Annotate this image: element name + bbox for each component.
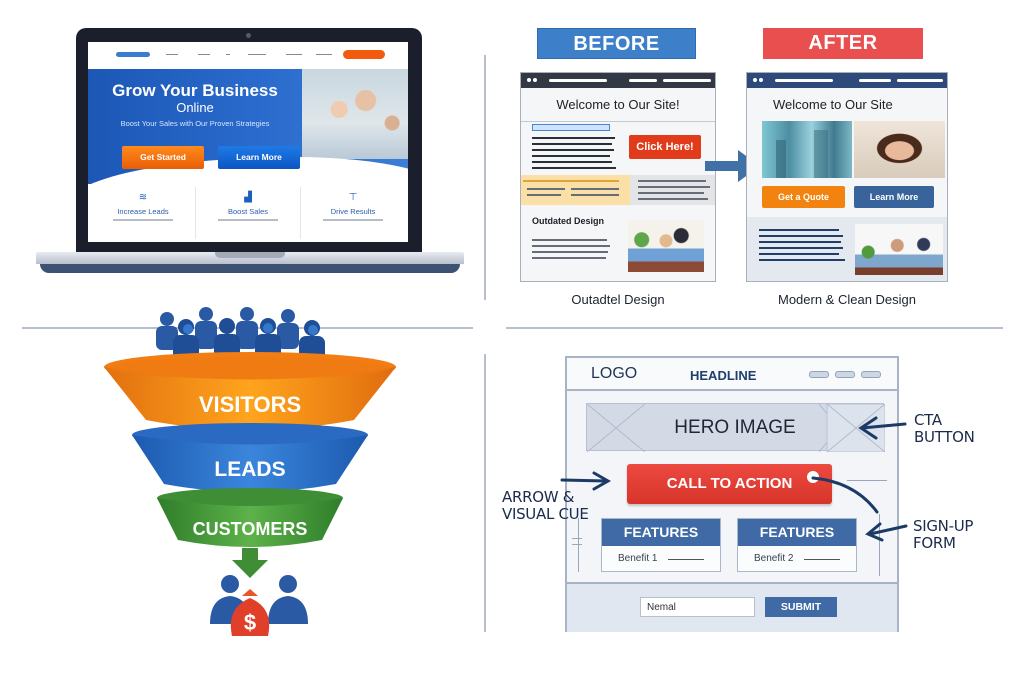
signup-form: Nemal SUBMIT	[567, 582, 897, 632]
nav-link[interactable]	[166, 54, 178, 55]
hero-title-line2: Online	[176, 100, 214, 115]
laptop-notch	[215, 252, 285, 258]
site-hero: Grow Your Business Online Boost Your Sal…	[88, 69, 408, 184]
benefit-text: Benefit 2	[754, 553, 794, 564]
feature-drive-results: ⊤ Drive Results	[301, 187, 405, 239]
wireframe-logo[interactable]: LOGO	[591, 365, 638, 382]
feature-label: Drive Results	[330, 207, 376, 216]
feature-text	[218, 219, 278, 221]
menu-item[interactable]	[861, 371, 881, 378]
annotation-cta-button: CTA BUTTON	[914, 411, 975, 446]
divider-vertical-top	[484, 55, 486, 300]
menu-item[interactable]	[835, 371, 855, 378]
svg-text:LEADS: LEADS	[214, 458, 285, 481]
feature-label: Boost Sales	[227, 207, 269, 216]
features-title: FEATURES	[602, 519, 720, 546]
divider-horizontal-right	[506, 327, 1003, 329]
outdated-heading: Outdated Design	[532, 216, 605, 226]
city-photo	[762, 121, 852, 178]
after-tag: AFTER	[763, 28, 923, 59]
before-browser: Welcome to Our Site! Click Here! Outdate…	[520, 72, 716, 282]
benefit-text: Benefit 1	[618, 553, 658, 564]
feature-increase-leads: ≋ Increase Leads	[91, 187, 196, 239]
chart-icon: ▟	[244, 192, 252, 203]
call-to-action-button[interactable]: CALL TO ACTION	[627, 464, 832, 504]
yellow-band	[521, 175, 630, 205]
grey-band	[630, 175, 715, 205]
before-tag: BEFORE	[537, 28, 696, 59]
people-group-icon	[156, 307, 299, 350]
nav-link[interactable]	[248, 54, 266, 55]
svg-text:VISITORS: VISITORS	[199, 392, 301, 417]
laptop-website-mockup: Grow Your Business Online Boost Your Sal…	[88, 42, 408, 242]
divider-vertical-bottom	[484, 354, 486, 632]
name-input[interactable]: Nemal	[640, 597, 755, 617]
after-header: Welcome to Our Site	[747, 88, 947, 126]
laptop-camera	[246, 33, 251, 38]
laptop-base	[36, 252, 464, 264]
svg-text:$: $	[244, 610, 256, 635]
leads-icon: ≋	[138, 192, 148, 203]
feature-text	[113, 219, 173, 221]
before-header: Welcome to Our Site!	[521, 88, 715, 122]
feature-row: ≋ Increase Leads ▟ Boost Sales ⊤ Drive R…	[91, 187, 405, 239]
office-photo	[628, 220, 704, 272]
hero-image-placeholder: HERO IMAGE	[586, 403, 885, 452]
learn-more-button[interactable]: Learn More	[854, 186, 934, 208]
submit-button[interactable]: SUBMIT	[765, 597, 837, 617]
old-link[interactable]	[532, 124, 610, 131]
site-nav	[88, 42, 408, 69]
portrait-photo	[854, 121, 945, 178]
browser-bar	[521, 73, 715, 88]
learn-more-button[interactable]: Learn More	[218, 146, 300, 169]
feature-text	[323, 219, 383, 221]
menu-item[interactable]	[809, 371, 829, 378]
get-a-quote-button[interactable]: Get a Quote	[762, 186, 845, 208]
money-bag-icon: $	[230, 589, 270, 636]
nav-link[interactable]	[226, 54, 230, 55]
cta-indicator-dot	[807, 471, 819, 483]
after-welcome: Welcome to Our Site	[773, 97, 893, 112]
features-card-1: FEATURES Benefit 1	[601, 518, 721, 572]
nav-link[interactable]	[198, 54, 210, 55]
after-caption: Modern & Clean Design	[777, 292, 917, 307]
laptop-foot	[40, 264, 460, 273]
nav-link[interactable]	[286, 54, 302, 55]
features-card-2: FEATURES Benefit 2	[737, 518, 857, 572]
wireframe-header: LOGO HEADLINE	[567, 358, 897, 391]
site-logo[interactable]	[116, 52, 150, 57]
click-here-button[interactable]: Click Here!	[629, 135, 701, 159]
results-icon: ⊤	[348, 192, 358, 203]
feature-boost-sales: ▟ Boost Sales	[196, 187, 301, 239]
svg-text:CUSTOMERS: CUSTOMERS	[193, 519, 308, 539]
landing-page-wireframe: LOGO HEADLINE HERO IMAGE CALL TO ACTION …	[565, 356, 899, 632]
nav-link[interactable]	[316, 54, 332, 55]
get-started-button[interactable]: Get Started	[122, 146, 204, 169]
feature-label: Increase Leads	[117, 207, 169, 216]
annotation-arrow-visual-cue: ARROW & VISUAL CUE	[502, 488, 589, 523]
before-caption: Outadtel Design	[571, 292, 665, 307]
hero-title: Grow Your Business	[112, 81, 278, 100]
nav-cta-button[interactable]	[343, 50, 385, 59]
sales-funnel: VISITORS LEADS CUSTOMERS $	[104, 307, 396, 636]
wireframe-headline: HEADLINE	[690, 368, 757, 383]
annotation-signup-form: SIGN-UP FORM	[913, 517, 974, 552]
after-browser: Welcome to Our Site Get a Quote Learn Mo…	[746, 72, 948, 282]
hero-photo	[302, 69, 408, 159]
before-welcome: Welcome to Our Site!	[556, 97, 680, 112]
hero-image-label: HERO IMAGE	[674, 417, 796, 438]
hero-subtitle: Boost Your Sales with Our Proven Strateg…	[120, 119, 270, 128]
features-title: FEATURES	[738, 519, 856, 546]
team-photo	[855, 224, 943, 275]
browser-bar	[747, 73, 947, 88]
